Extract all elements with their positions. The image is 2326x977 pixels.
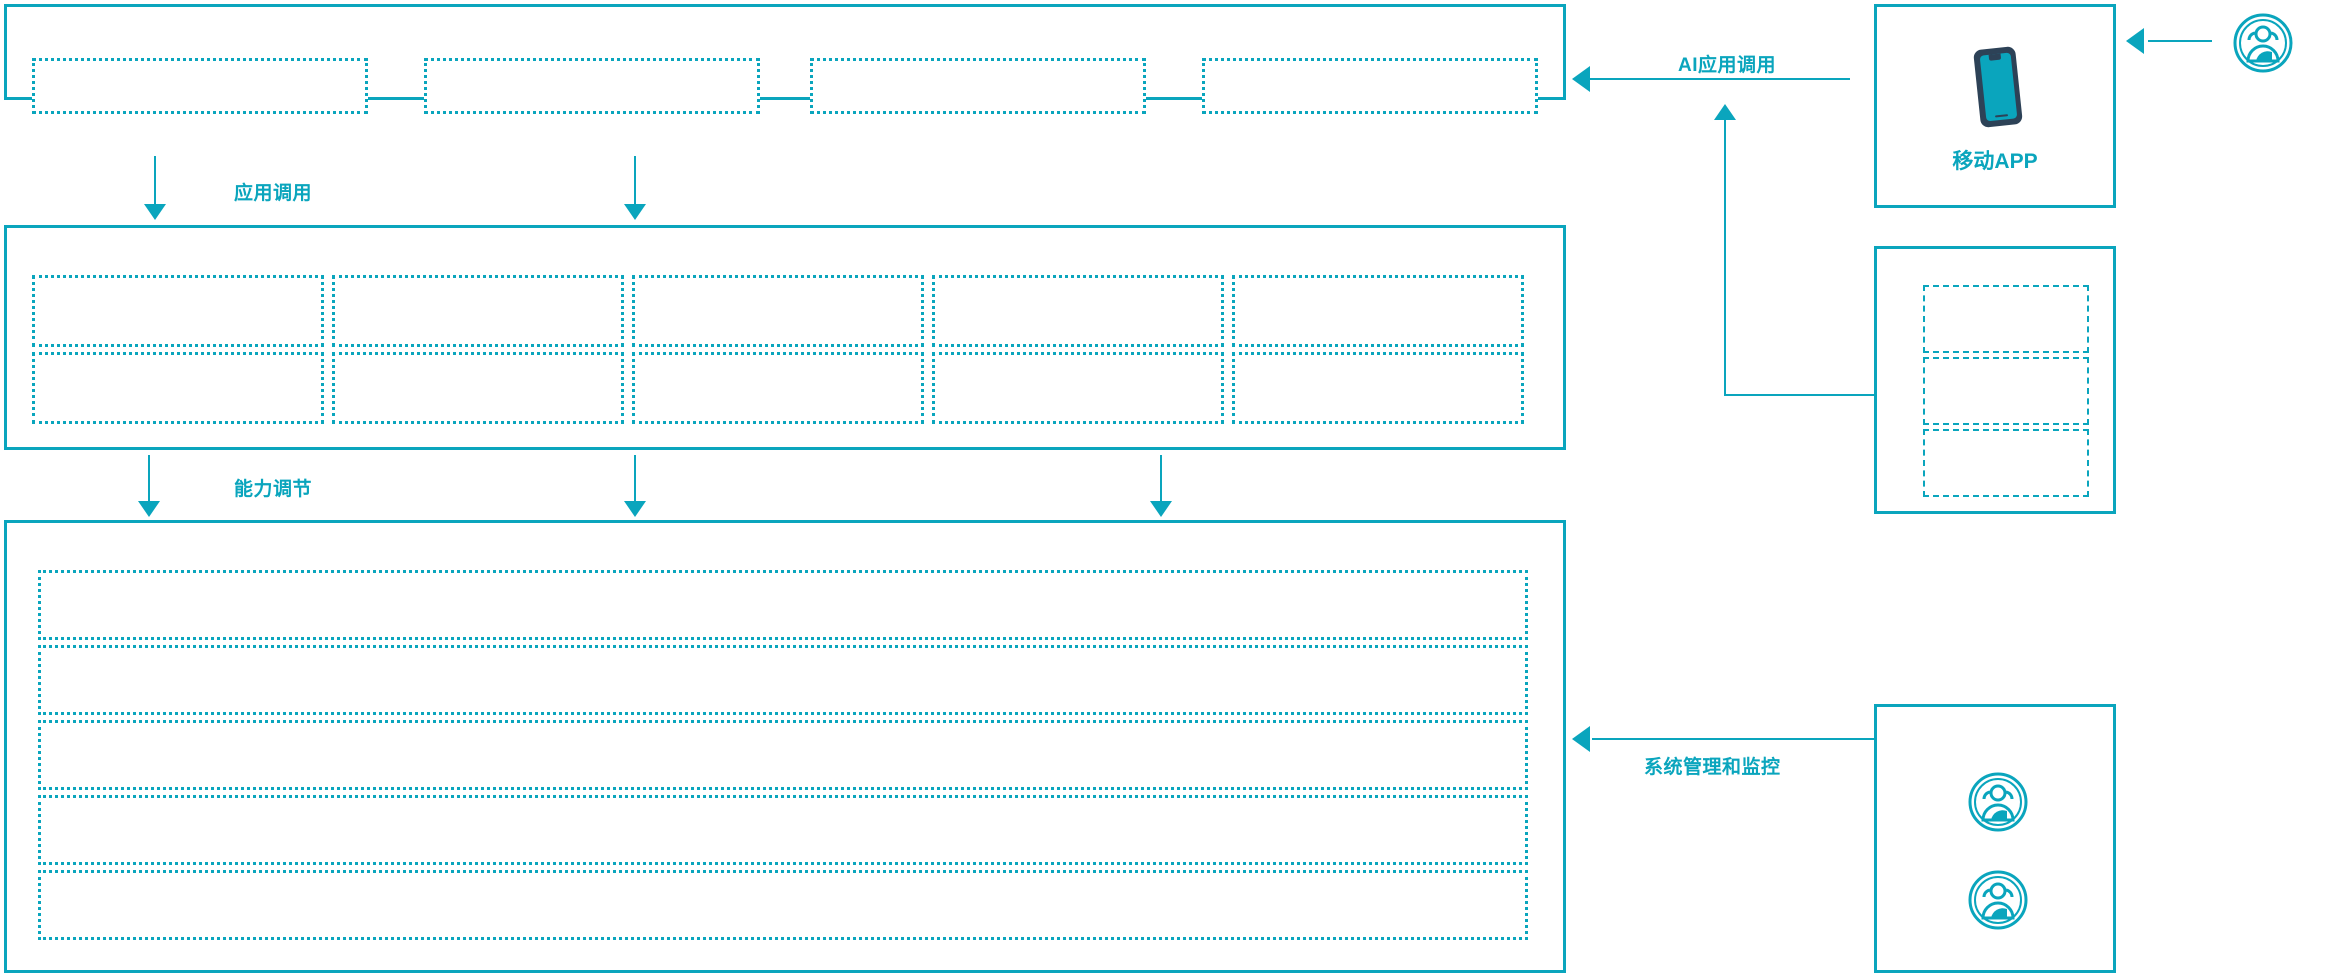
edge-label-ai-application-call: AI应用调用 — [1678, 55, 1777, 76]
channel-cell-2[interactable] — [1923, 357, 2089, 425]
mobile-app-label: 移动APP — [1952, 150, 2038, 173]
capability-cell-r2c2[interactable] — [332, 352, 624, 424]
ai-call-riser-arrowhead — [1714, 104, 1736, 120]
user-to-mobile-arrowhead — [2126, 28, 2144, 54]
smartphone-icon — [1956, 41, 2040, 133]
operations-user-icon-1[interactable] — [1967, 771, 2029, 833]
ai-call-riser-base-line — [1724, 394, 1874, 396]
arrow-capability-to-infra-3 — [1150, 501, 1172, 517]
capability-cell-r2c4[interactable] — [932, 352, 1224, 424]
arrow-capability-to-infra-1 — [138, 501, 160, 517]
capability-cell-r2c1[interactable] — [32, 352, 324, 424]
arrow-app-to-capability-1 — [144, 204, 166, 220]
channel-cell-3[interactable] — [1923, 429, 2089, 497]
capability-cell-r1c2[interactable] — [332, 275, 624, 347]
infrastructure-row-4[interactable] — [38, 795, 1528, 865]
capability-cell-r1c5[interactable] — [1232, 275, 1524, 347]
app-cell-1[interactable] — [32, 58, 368, 114]
sysmgmt-horizontal-line — [1592, 738, 1874, 740]
app-cell-4[interactable] — [1202, 58, 1538, 114]
app-cell-2[interactable] — [424, 58, 760, 114]
connector-capability-to-infra-2 — [634, 455, 636, 513]
infrastructure-row-1[interactable] — [38, 570, 1528, 640]
sysmgmt-arrowhead — [1572, 726, 1590, 752]
users-group-icon — [1968, 772, 2028, 832]
arrow-capability-to-infra-2 — [624, 501, 646, 517]
ai-call-riser-line — [1724, 118, 1726, 396]
ai-call-arrowhead — [1572, 66, 1590, 92]
channel-cell-1[interactable] — [1923, 285, 2089, 353]
arrow-app-to-capability-2 — [624, 204, 646, 220]
ai-call-horizontal-line — [1590, 78, 1850, 80]
edge-label-application-call: 应用调用 — [234, 183, 313, 204]
capability-cell-r2c3[interactable] — [632, 352, 924, 424]
infrastructure-row-3[interactable] — [38, 720, 1528, 790]
connector-app-to-capability-1 — [154, 156, 156, 216]
end-user-actor[interactable] — [2232, 12, 2294, 74]
capability-cell-r1c1[interactable] — [32, 275, 324, 347]
app-cell-3[interactable] — [810, 58, 1146, 114]
infrastructure-row-5[interactable] — [38, 870, 1528, 940]
capability-cell-r1c3[interactable] — [632, 275, 924, 347]
user-to-mobile-line — [2148, 40, 2212, 42]
operations-user-icon-2[interactable] — [1967, 869, 2029, 931]
users-group-icon — [2233, 13, 2293, 73]
channel-panel[interactable] — [1874, 246, 2116, 514]
edge-label-system-management-monitoring: 系统管理和监控 — [1644, 757, 1781, 778]
infrastructure-row-2[interactable] — [38, 645, 1528, 715]
connector-capability-to-infra-3 — [1160, 455, 1162, 513]
mobile-app-panel[interactable]: 移动APP — [1874, 4, 2116, 208]
edge-label-capability-adjust: 能力调节 — [234, 479, 313, 500]
users-group-icon — [1968, 870, 2028, 930]
connector-app-to-capability-2 — [634, 156, 636, 216]
operations-panel[interactable] — [1874, 704, 2116, 973]
capability-cell-r2c5[interactable] — [1232, 352, 1524, 424]
capability-cell-r1c4[interactable] — [932, 275, 1224, 347]
connector-capability-to-infra-1 — [148, 455, 150, 513]
